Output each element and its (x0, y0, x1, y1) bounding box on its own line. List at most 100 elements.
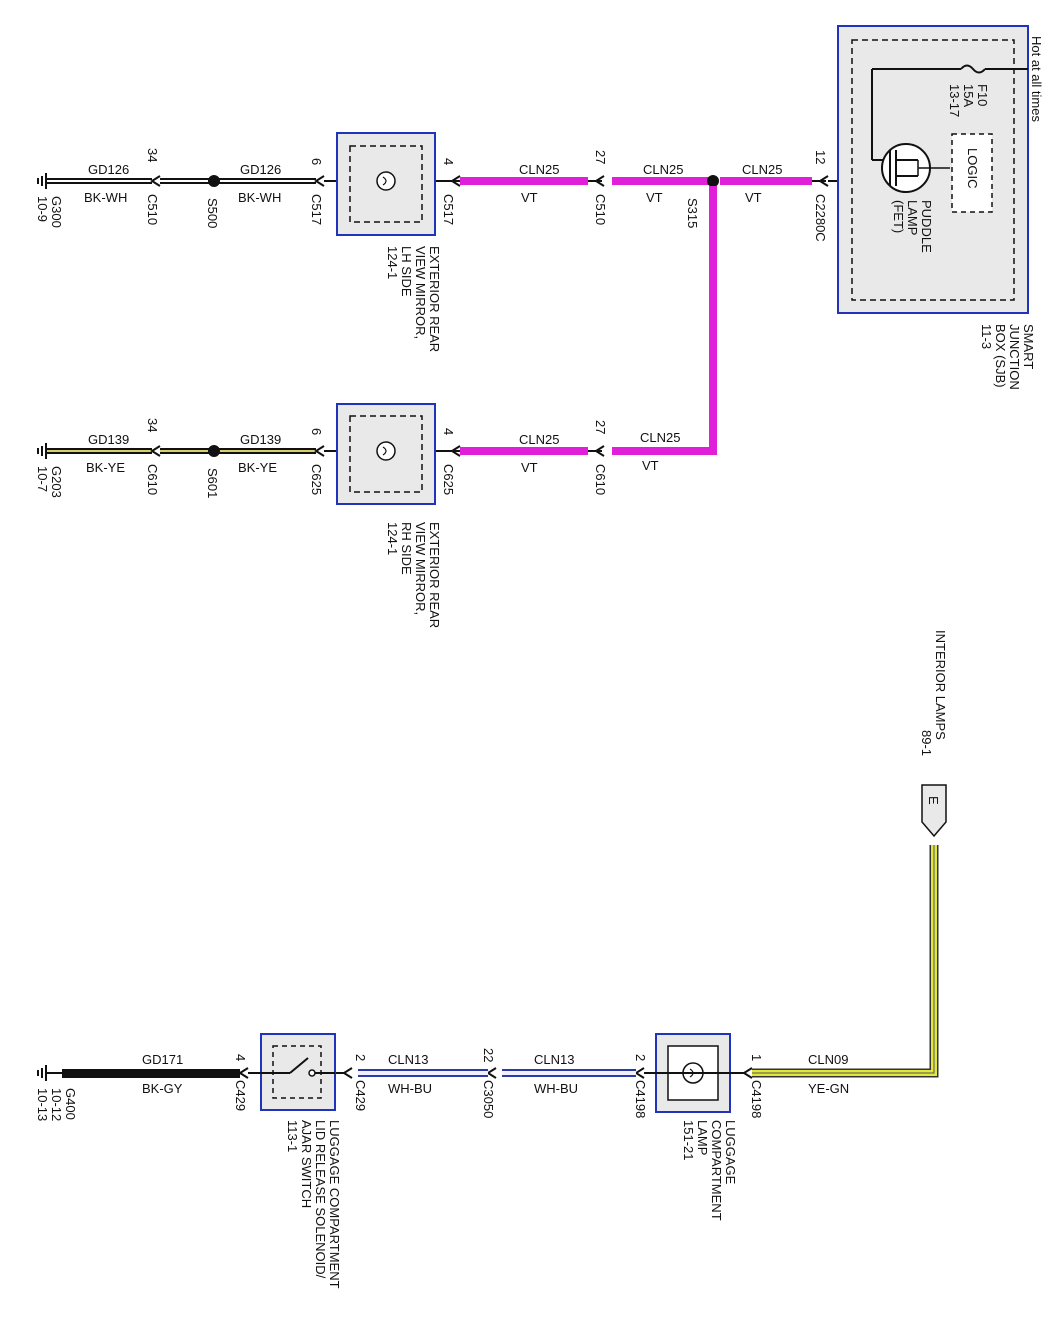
label-g203: G203 (49, 466, 64, 498)
label-pin-1-c4198: 1 (749, 1054, 764, 1061)
label-c517-left: C517 (309, 194, 324, 225)
label-pin-4: 4 (441, 158, 456, 165)
svg-text:INTERIOR LAMPS: INTERIOR LAMPS (933, 630, 948, 740)
splice-s500-dot (208, 175, 220, 187)
svg-text:113-1: 113-1 (285, 1120, 300, 1152)
svg-text:VIEW MIRROR,: VIEW MIRROR, (413, 246, 428, 339)
label-gd139-left: GD139 (88, 432, 129, 447)
label-cln25-c: CLN25 (742, 162, 782, 177)
label-bk-wh-left: BK-WH (84, 190, 127, 205)
splice-s315-dot (707, 175, 719, 187)
label-cln09: CLN09 (808, 1052, 848, 1067)
circuit-bottom: GD171 BK-GY CLN13 WH-BU CLN13 WH-BU CLN0… (35, 845, 939, 1289)
label-vt-mid-a: VT (521, 460, 538, 475)
luggage-switch-label: LUGGAGE COMPARTMENT LID RELEASE SOLENOID… (285, 1120, 342, 1289)
logic-box (951, 133, 993, 213)
label-c517-right: C517 (441, 194, 456, 225)
svg-text:BOX (SJB): BOX (SJB) (993, 324, 1008, 388)
label-pin-6: 6 (309, 158, 324, 165)
label-g400: G400 (63, 1088, 78, 1120)
connector-c3050-arrow (486, 1067, 497, 1079)
label-pin-34-mid: 34 (145, 418, 160, 432)
label-pin-34: 34 (145, 148, 160, 162)
connector-c2280c-arrow (818, 175, 829, 187)
smart-junction-box: Hot at all times F10 15A 13-17 LOGIC PUD… (837, 25, 1044, 390)
label-s601: S601 (205, 468, 220, 498)
label-c4198-left: C4198 (633, 1080, 648, 1118)
svg-text:LH SIDE: LH SIDE (399, 246, 414, 297)
svg-text:151-21: 151-21 (681, 1120, 696, 1160)
luggage-switch-component (248, 1033, 336, 1111)
switch-contact-icon (289, 1057, 309, 1074)
wire-cln09 (752, 845, 939, 1078)
ground-symbol-g300 (37, 173, 47, 189)
label-pin-2-c4198: 2 (633, 1054, 648, 1061)
label-g300-ref: 10-9 (35, 196, 50, 222)
label-pin-22: 22 (481, 1048, 496, 1062)
label-c610: C610 (593, 464, 608, 495)
svg-text:VIEW MIRROR,: VIEW MIRROR, (413, 522, 428, 615)
label-pin-2-c429: 2 (353, 1054, 368, 1061)
interior-lamps-reference: INTERIOR LAMPS 89-1 E (919, 630, 948, 838)
wire-gd139-right (218, 448, 316, 454)
label-s500: S500 (205, 198, 220, 228)
label-pin-12: 12 (813, 150, 828, 164)
rh-mirror-label: EXTERIOR REAR VIEW MIRROR, RH SIDE 124-1 (385, 522, 442, 628)
label-g400-ref1: 10-12 (49, 1088, 64, 1121)
label-g203-ref: 10-7 (35, 466, 50, 492)
connector-c4198-left-arrow (634, 1067, 645, 1079)
svg-text:LID RELEASE SOLENOID/: LID RELEASE SOLENOID/ (313, 1120, 328, 1279)
label-gd139-right: GD139 (240, 432, 281, 447)
label-c2280c: C2280C (813, 194, 828, 242)
label-fuse-f10: F10 (975, 84, 990, 106)
label-g400-ref2: 10-13 (35, 1088, 50, 1121)
label-cln13-a: CLN13 (388, 1052, 428, 1067)
connector-c517-left-arrow (314, 175, 325, 187)
label-c625-right: C625 (441, 464, 456, 495)
label-bk-ye-right: BK-YE (238, 460, 277, 475)
wire-gd126-left (47, 178, 152, 184)
ground-symbol-g400 (37, 1065, 62, 1081)
connector-c625-left-arrow (314, 445, 325, 457)
svg-text:LAMP: LAMP (695, 1120, 710, 1155)
label-pin-4-mid: 4 (441, 428, 456, 435)
label-c3050: C3050 (481, 1080, 496, 1118)
label-ye-gn: YE-GN (808, 1081, 849, 1096)
label-cln25-a: CLN25 (519, 162, 559, 177)
label-cln25-mid-a: CLN25 (519, 432, 559, 447)
svg-text:124-1: 124-1 (385, 246, 400, 279)
wire-cln25-a (460, 177, 588, 185)
label-c610-gnd: C610 (145, 464, 160, 495)
svg-text:COMPARTMENT: COMPARTMENT (709, 1120, 724, 1221)
circuit-middle: GD139 BK-YE GD139 BK-YE CLN25 VT CLN25 V… (35, 403, 717, 628)
label-vt-b: VT (646, 190, 663, 205)
svg-text:EXTERIOR REAR: EXTERIOR REAR (427, 246, 442, 352)
label-c625-left: C625 (309, 464, 324, 495)
svg-text:AJAR SWITCH: AJAR SWITCH (299, 1120, 314, 1208)
wire-gd126-mid (160, 178, 212, 184)
svg-text:124-1: 124-1 (385, 522, 400, 555)
splice-s601-dot (208, 445, 220, 457)
svg-text:RH SIDE: RH SIDE (399, 522, 414, 575)
label-puddle: PUDDLE (919, 200, 934, 253)
label-pin-27-mid: 27 (593, 420, 608, 434)
label-c429-left: C429 (233, 1080, 248, 1111)
label-fuse-ref: 13-17 (947, 84, 962, 117)
label-c510: C510 (593, 194, 608, 225)
connector-c610-gnd-arrow (150, 445, 161, 457)
label-fuse-15a: 15A (961, 84, 976, 107)
connector-c429-left-arrow (238, 1067, 249, 1079)
label-cln13-b: CLN13 (534, 1052, 574, 1067)
label-lamp: LAMP (905, 200, 920, 235)
label-logic: LOGIC (965, 148, 980, 188)
svg-text:11-3: 11-3 (979, 324, 994, 349)
rh-mirror-component (336, 403, 436, 505)
label-fet: (FET) (891, 200, 906, 233)
wire-cln13-b (502, 1069, 636, 1077)
svg-text:JUNCTION: JUNCTION (1007, 324, 1022, 390)
connector-e-tag (921, 784, 947, 838)
lh-mirror-component (336, 132, 436, 236)
label-vt-c: VT (745, 190, 762, 205)
